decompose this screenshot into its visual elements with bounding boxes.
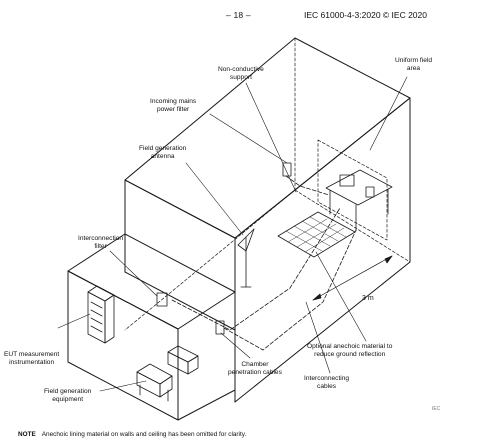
chamber-hidden-edges xyxy=(124,37,411,331)
figure-note: NOTE Anechoic lining material on walls an… xyxy=(18,431,246,438)
label-non-conductive-support: Non-conductive support xyxy=(218,66,264,81)
iec-watermark: IEC xyxy=(432,406,441,412)
label-field-generation-antenna: Field generation antenna xyxy=(139,145,187,160)
chamber-front-face xyxy=(124,179,236,331)
label-incoming-mains-filter: Incoming mains power filter xyxy=(150,98,197,113)
chamber-penetration-filter xyxy=(215,320,225,335)
label-chamber-penetration-cables: Chamber penetration cables xyxy=(228,361,282,376)
leader-lines xyxy=(57,76,408,392)
label-field-generation-equipment: Field generation equipment xyxy=(44,388,92,403)
note-text: Anechoic lining material on walls and ce… xyxy=(41,431,247,438)
label-distance: 3 m xyxy=(362,295,374,302)
eut-instrument-rack xyxy=(87,285,115,344)
document-reference: IEC 61000-4-3:2020 © IEC 2020 xyxy=(304,10,427,20)
field-antenna xyxy=(237,228,255,288)
equipment-rack-2 xyxy=(167,345,199,375)
uniform-field-area xyxy=(317,139,388,241)
interconnection-filter xyxy=(156,292,168,307)
floor-absorber xyxy=(277,211,356,258)
page-number: – 18 – xyxy=(226,10,251,20)
interconnecting-cables xyxy=(171,175,357,351)
absorber-pyramids xyxy=(285,216,347,253)
distance-dimension xyxy=(312,255,393,301)
label-interconnection-filter: Interconnection filter xyxy=(78,235,124,250)
label-eut-instrumentation: EUT measurement instrumentation xyxy=(4,351,60,366)
field-generation-equipment xyxy=(136,363,173,402)
chamber-top-face xyxy=(124,37,411,239)
incoming-mains-filter xyxy=(282,162,292,177)
note-label: NOTE xyxy=(18,431,36,438)
label-interconnecting-cables: Interconnecting cables xyxy=(304,375,350,390)
eut-table xyxy=(325,169,393,232)
label-optional-anechoic-material: Optional anechoic material to reduce gro… xyxy=(307,343,393,358)
label-uniform-field-area: Uniform field area xyxy=(395,57,433,72)
